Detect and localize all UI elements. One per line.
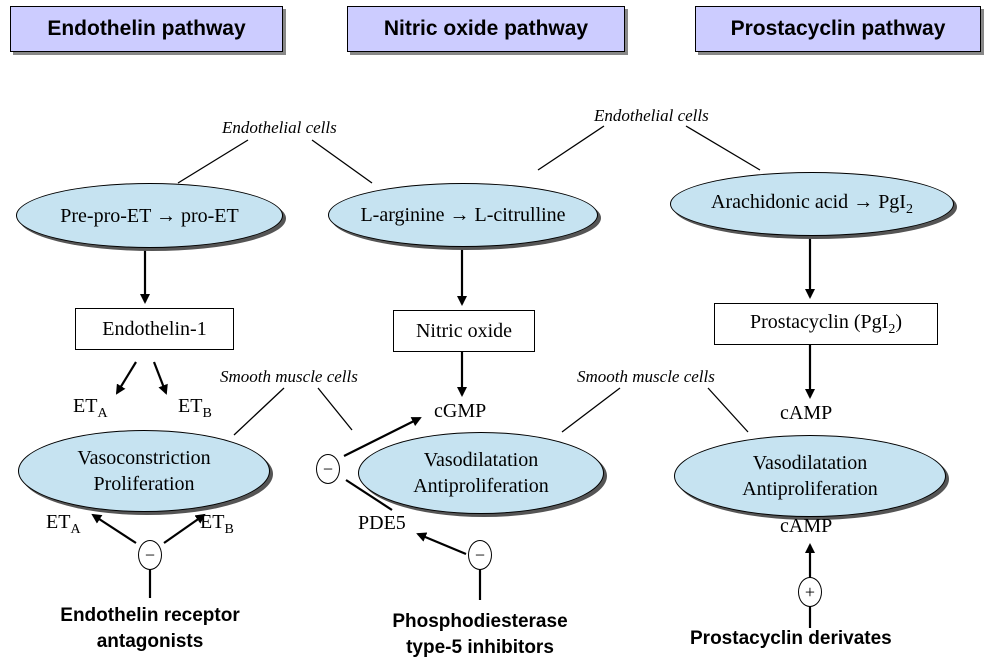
plus-sign-derivates: + — [798, 577, 822, 607]
endothelial-left-line-2 — [311, 139, 373, 184]
smooth-right-line-1 — [561, 387, 621, 433]
smooth-right-line-2 — [707, 387, 749, 433]
label-endothelial-cells-right: Endothelial cells — [594, 106, 709, 125]
label-endothelial-cells-left: Endothelial cells — [222, 118, 337, 137]
label-eta-bottom: ETA — [46, 511, 81, 537]
label-camp-top: cAMP — [780, 402, 833, 424]
label-camp-bottom: cAMP — [780, 515, 833, 537]
arrow-minus-to-cgmp — [343, 417, 422, 457]
line-pde5-to-minus — [345, 479, 393, 511]
arrow-antagonist-to-eta — [91, 513, 137, 544]
label-cgmp: cGMP — [434, 400, 487, 422]
label-etb-bottom: ETB — [200, 511, 234, 537]
ellipse-no-synthesis: L-arginine → L-citrulline — [328, 183, 598, 247]
smooth-left-line-2 — [317, 387, 353, 431]
box-nitric-oxide: Nitric oxide — [393, 310, 535, 352]
minus-sign-inhibitor: − — [468, 540, 492, 570]
arrow-et1-to-etb — [152, 361, 168, 395]
arrow-et1-to-eta — [115, 361, 137, 395]
ellipse-prostacyclin-synthesis: Arachidonic acid → PgI2 — [670, 172, 954, 236]
box-endothelin-1: Endothelin-1 — [75, 308, 234, 350]
endothelial-right-line-1 — [537, 125, 605, 171]
endothelial-right-line-2 — [685, 125, 761, 171]
label-prostacyclin-derivates: Prostacyclin derivates — [690, 628, 892, 649]
label-eta-top: ETA — [73, 395, 108, 421]
minus-sign-antagonist: − — [138, 540, 162, 570]
arrow-minus-to-pde5 — [416, 532, 467, 556]
label-smooth-muscle-cells-right: Smooth muscle cells — [577, 367, 715, 386]
endothelial-left-line-1 — [177, 139, 249, 184]
label-pde5: PDE5 — [358, 512, 406, 534]
arrow-antagonist-to-etb — [163, 513, 206, 544]
box-prostacyclin: Prostacyclin (PgI2) — [714, 303, 938, 345]
label-etb-top: ETB — [178, 395, 212, 421]
minus-sign-pde5: − — [316, 454, 340, 484]
smooth-left-line-1 — [233, 387, 285, 436]
header-prostacyclin-pathway: Prostacyclin pathway — [695, 6, 981, 52]
label-smooth-muscle-cells-left: Smooth muscle cells — [220, 367, 358, 386]
ellipse-endothelin-synthesis: Pre-pro-ET → pro-ET — [16, 183, 283, 248]
header-endothelin-pathway: Endothelin pathway — [10, 6, 283, 52]
header-nitric-oxide-pathway: Nitric oxide pathway — [347, 6, 625, 52]
